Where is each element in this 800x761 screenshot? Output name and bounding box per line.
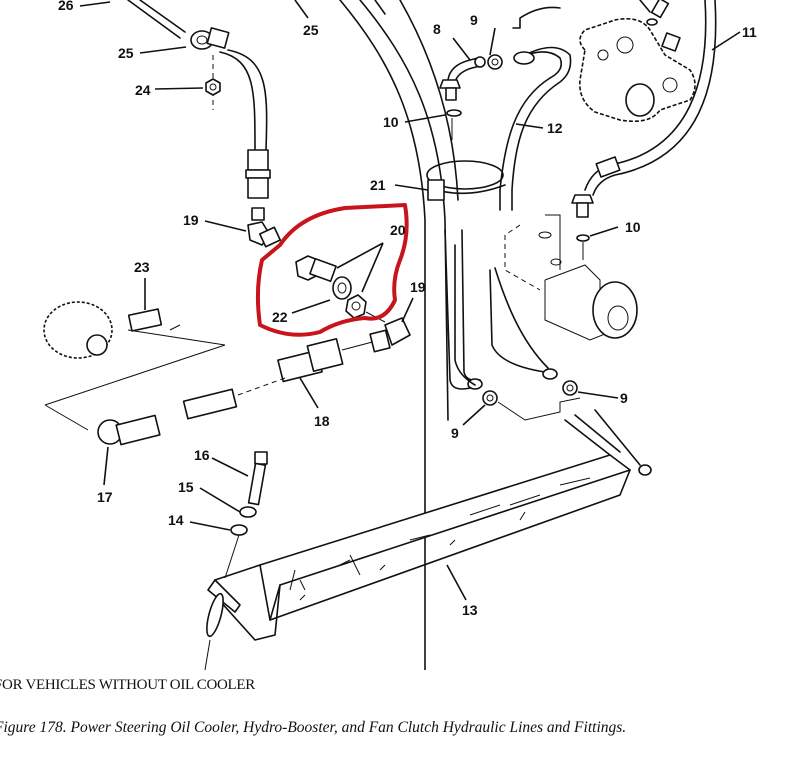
leaders-top-left [79,0,309,232]
callout-9-top: 9 [470,12,478,28]
nut-24 [205,78,221,96]
callout-13: 13 [462,602,478,618]
figure-caption: Figure 178. Power Steering Oil Cooler, H… [0,719,627,736]
callout-15: 15 [178,479,194,495]
callout-14: 14 [168,512,184,528]
hydro-booster [578,0,696,123]
valve-body [504,214,638,341]
callout-18: 18 [314,413,330,429]
callout-21: 21 [370,177,386,193]
callout-17: 17 [97,489,113,505]
callout-20: 20 [390,222,406,238]
callout-23: 23 [134,259,150,275]
callout-labels: 26 25 25 24 8 9 10 12 11 21 10 19 20 22 … [58,0,757,618]
callout-19-top: 19 [183,212,199,228]
callout-10-top: 10 [383,114,399,130]
figure-note: FOR VEHICLES WITHOUT OIL COOLER [0,677,255,693]
elbow-19-lower [384,317,411,346]
hose-upper-left [127,0,282,248]
clamp-9-right [562,380,578,396]
callout-24: 24 [135,82,151,98]
callout-12: 12 [547,120,563,136]
fittings-20-22 [295,255,386,323]
fitting-8-group [439,6,572,211]
callout-16: 16 [194,447,210,463]
clamp-21 [427,179,445,201]
bolt-group [224,451,268,579]
band-clamp-21 [426,160,506,201]
highlight-outline [255,203,409,337]
leader-lines [103,27,741,601]
hose-11 [571,0,717,242]
callout-8: 8 [433,21,441,37]
callout-26: 26 [58,0,74,13]
clamp-9-left [482,390,498,406]
oil-cooler-13 [204,454,631,670]
callout-11: 11 [742,24,757,40]
clamp-9-top [487,54,503,70]
lower-hoses [454,244,652,476]
callout-25-top: 25 [303,22,319,38]
callout-22: 22 [272,309,288,325]
callout-25: 25 [118,45,134,61]
exploded-parts-diagram: 26 25 25 24 8 9 10 12 11 21 10 19 20 22 … [43,0,757,670]
callout-10-right: 10 [625,219,641,235]
main-hoses [339,0,483,670]
callout-9-right: 9 [620,390,628,406]
quick-disconnect-assembly [43,301,411,446]
callout-19-lower: 19 [410,279,426,295]
callout-9-left: 9 [451,425,459,441]
